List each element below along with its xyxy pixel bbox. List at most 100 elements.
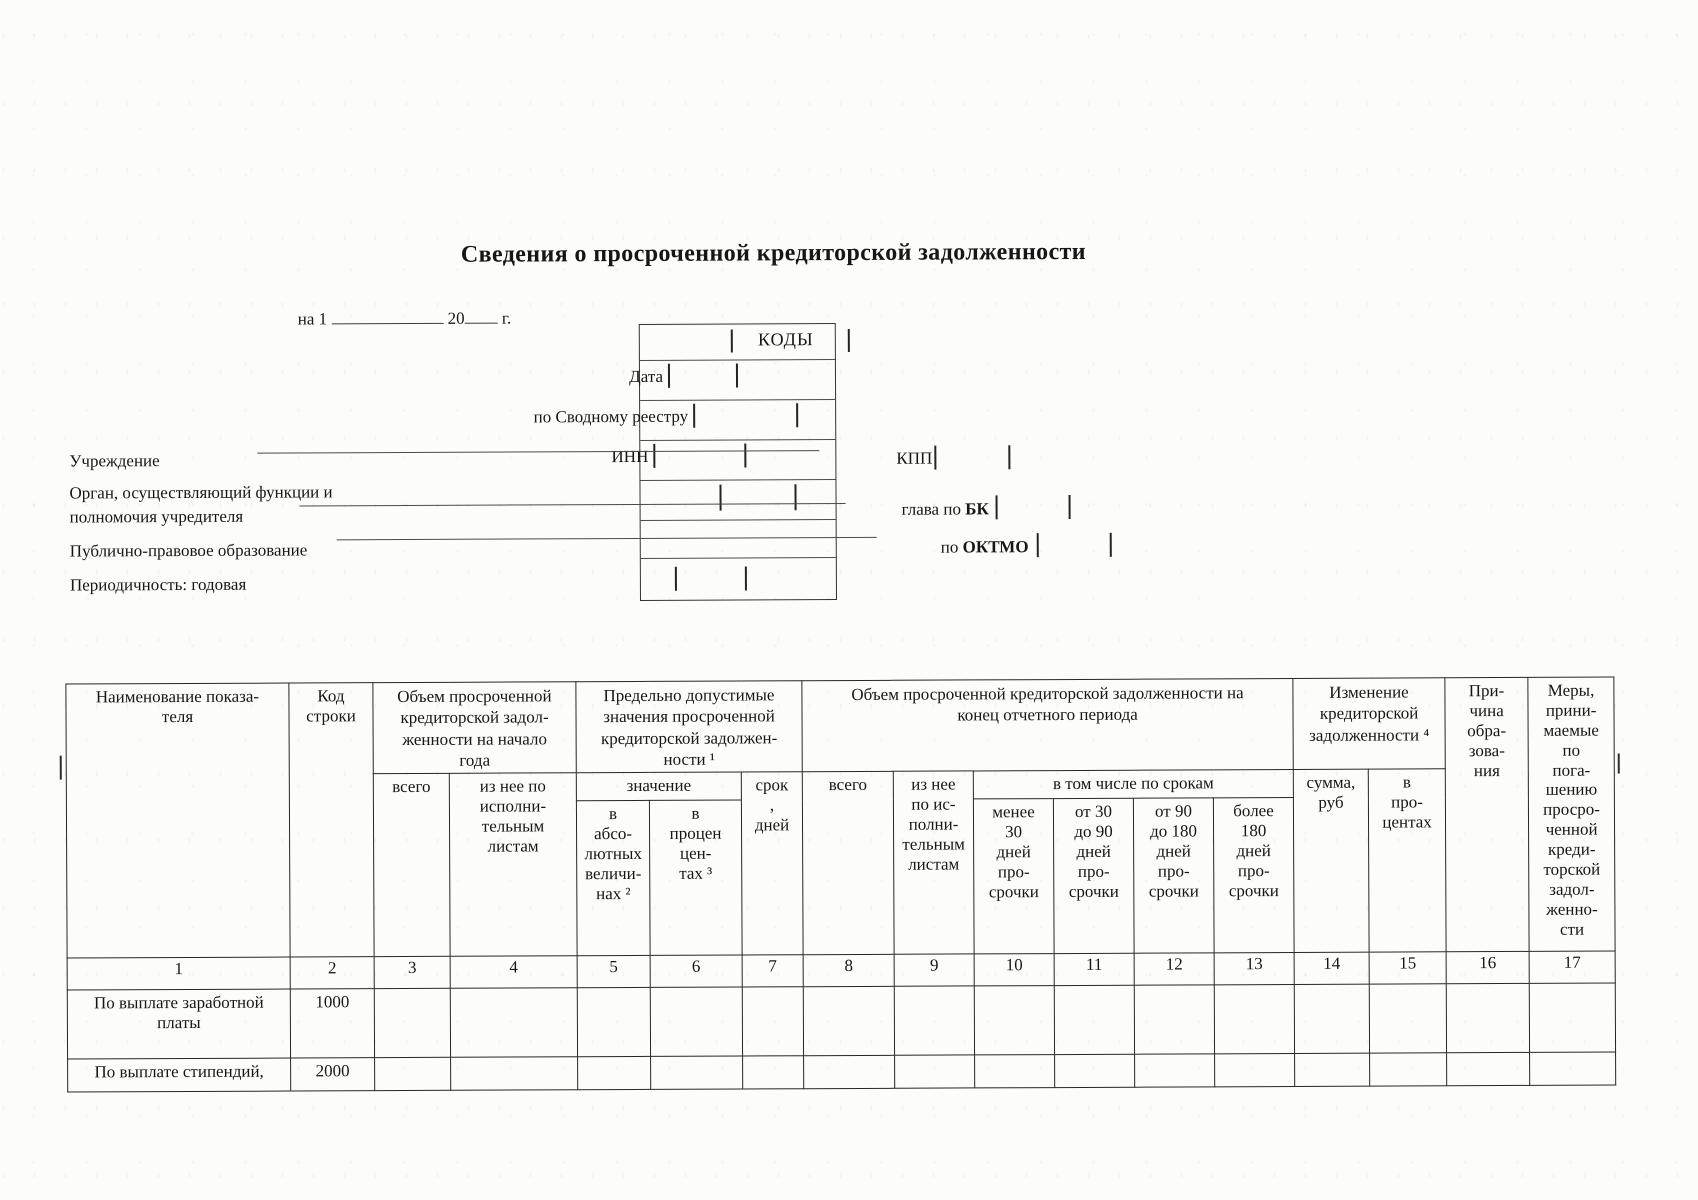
col-header-total-end: всего [802,771,895,955]
codes-box-divider [640,439,836,441]
year-fill-line [464,308,498,324]
oktmo-label: по ОКТМО [941,536,1029,558]
code-cell-tick [667,363,670,388]
column-number: 15 [1369,951,1447,985]
table-cell [742,1055,804,1089]
table-cell [1134,1053,1215,1088]
group-header-begin-year: Объем просроченной кредиторской задол- ж… [372,681,577,774]
scan-artifact-tick [1617,753,1620,774]
registry-field-label: по Сводному реестру [533,406,689,427]
code-cell-tick [744,566,747,591]
oktmo-prefix: по [940,537,963,557]
codes-box-divider [640,399,836,401]
sub-header-by-terms: в том числе по срокам [973,769,1294,799]
group-header-limits: Предельно допустимые значения просроченн… [575,680,803,773]
column-number: 12 [1134,952,1215,986]
column-number: 9 [894,953,975,987]
table-cell [974,1054,1055,1088]
col-header-percent: в процен цен- тах ³ [649,799,743,956]
table-cell [894,1054,975,1089]
col-header-reason: При- чина обра- зова- ния [1444,677,1530,952]
date-suffix: г. [501,308,512,328]
row-code: 2000 [290,1057,375,1092]
codes-box-divider [640,557,836,559]
code-cell-tick [735,363,738,388]
table-cell [1054,1054,1135,1088]
col-header-writs-end: из нее по ис- полни- тельным листам [893,770,975,955]
oktmo-code-label: ОКТМО [962,537,1029,557]
code-cell-tick [674,566,677,591]
overdue-payables-table: Наименование показа- теля Код строки Объ… [65,677,1616,1093]
col-header-30-90-days: от 30 до 90 дней про- срочки [1053,798,1135,954]
col-header-change-percent: в про- центах [1368,768,1447,953]
table-row-stipend: По выплате стипендий, 2000 [67,1052,1616,1093]
column-number: 5 [577,955,651,988]
date-year: 20 [447,308,465,328]
table-cell [1446,983,1530,1053]
table-cell [1529,983,1616,1053]
table-cell [450,987,578,1058]
col-header-absolute-values: в абсо- лютных величи- нах ² [576,800,651,956]
table-cell [577,987,651,1057]
code-cell-tick [794,484,797,511]
group-header-end-period: Объем просроченной кредиторской задолжен… [801,678,1294,772]
table-cell [374,1057,451,1091]
col-header-90-180-days: от 90 до 180 дней про- срочки [1133,797,1215,954]
col-header-term-days: срок , дней [741,771,804,955]
codes-box-divider [639,359,835,361]
table-cell [374,988,451,1058]
table-cell [803,986,895,1056]
table-cell [650,1055,743,1090]
bk-chapter-label: глава по БК [902,498,989,520]
institution-label: Учреждение [69,451,160,471]
column-number: 13 [1214,952,1295,985]
table-cell [1529,1052,1616,1086]
table-cell [1214,984,1295,1054]
table-cell [1054,985,1135,1055]
bk-field-tick [1068,494,1071,520]
column-number: 4 [450,955,578,989]
group-header-change: Изменение кредиторской задолженности ⁴ [1292,677,1446,770]
row-name: По выплате заработной платы [67,989,291,1060]
oktmo-field-tick [1036,533,1039,558]
code-cell-tick [653,443,656,468]
oktmo-field-tick [1109,532,1112,557]
table-cell [803,1055,895,1089]
table-cell [650,986,743,1057]
row-code: 1000 [290,988,375,1059]
kpp-label: КПП [896,448,933,468]
column-number: 14 [1294,952,1370,985]
code-cell-tick [719,484,722,511]
table-cell [742,986,804,1056]
table-row-salary: По выплате заработной платы 1000 [67,983,1616,1060]
column-number: 7 [742,954,804,987]
date-fill-line [331,308,444,325]
column-number: 1 [67,957,291,991]
column-number: 10 [974,953,1055,986]
table-cell [974,985,1055,1055]
col-header-measures: Меры, прини- маемые по пога- шению проср… [1527,677,1616,952]
col-header-writs-begin: из нее по исполни- тельным листам [449,772,578,957]
code-cell-tick [744,443,747,468]
col-header-sum-rub: сумма, руб [1293,769,1370,953]
code-cell-tick [847,328,850,353]
column-number: 11 [1054,953,1135,986]
column-number: 2 [290,956,375,990]
column-number: 8 [803,954,895,987]
kpp-field-tick [1008,445,1011,470]
public-entity-label: Публично-правовое образование [69,540,308,561]
table-cell [1294,1053,1370,1087]
table-cell [450,1056,578,1091]
col-header-total-begin: всего [373,773,451,957]
col-header-more-180-days: более 180 дней про- срочки [1213,797,1295,953]
codes-box-divider [640,479,836,481]
table-cell [1214,1053,1295,1087]
bk-code-label: БК [965,499,989,519]
code-cell-tick [730,329,733,353]
col-header-line-code: Код строки [288,682,375,958]
column-number: 16 [1446,951,1530,984]
column-number: 17 [1529,951,1616,984]
codes-header-label: КОДЫ [757,329,814,350]
col-header-indicator-name: Наименование показа- теля [65,683,291,959]
